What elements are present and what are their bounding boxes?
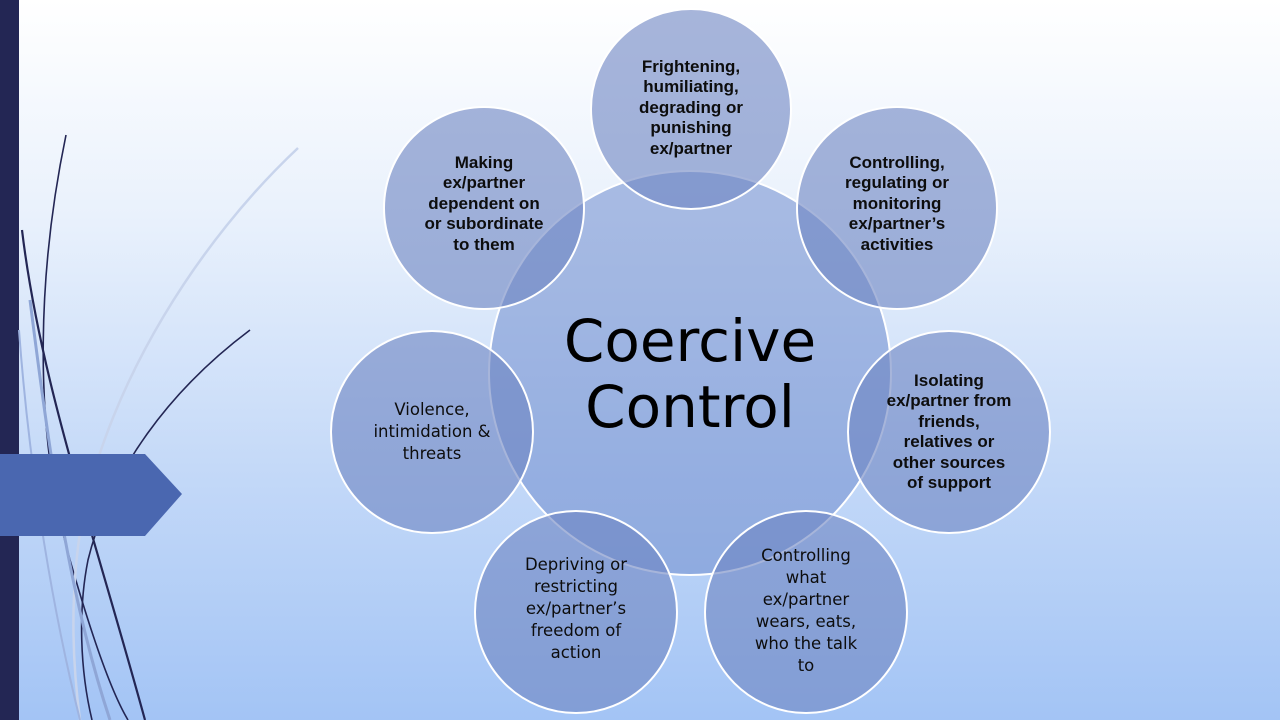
node-text-line: relatives or xyxy=(903,432,995,451)
node-text-line: ex/partner xyxy=(762,590,850,609)
node-text-line: monitoring xyxy=(852,193,942,213)
node-text-line: who the talk xyxy=(754,634,858,653)
node-frightening: Frightening, humiliating, degrading or p… xyxy=(590,8,792,210)
node-text-line: humiliating, xyxy=(643,77,739,97)
node-text-line: to them xyxy=(453,234,515,254)
node-text-line: Controlling, xyxy=(849,152,945,172)
center-title-line: Control xyxy=(585,373,795,441)
node-text-line: freedom of xyxy=(530,621,622,640)
node-text-line: ex/partner xyxy=(649,138,733,158)
node-text-line: Isolating xyxy=(914,370,984,390)
node-text-line: what xyxy=(785,568,827,587)
node-text-line: restricting xyxy=(533,577,619,596)
node-text-line: to xyxy=(797,656,815,675)
node-text-line: other sources xyxy=(892,452,1006,472)
node-text-line: action xyxy=(550,643,602,662)
node-text-line: Frightening, xyxy=(641,56,741,76)
node-controlling-what: Controlling what ex/partner wears, eats,… xyxy=(704,510,908,714)
arrow-tab xyxy=(0,454,182,536)
node-text-line: Depriving or xyxy=(524,555,628,574)
node-text-line: ex/partner’s xyxy=(848,214,946,234)
node-text-line: friends, xyxy=(918,411,980,431)
node-text-line: Violence, xyxy=(394,400,470,419)
node-text-line: wears, eats, xyxy=(755,612,857,631)
node-text-line: dependent on xyxy=(428,193,540,213)
node-text-line: of support xyxy=(906,473,992,492)
center-title-line: Coercive xyxy=(563,307,817,375)
node-text-line: ex/partner xyxy=(442,173,526,193)
node-text-line: ex/partner’s xyxy=(525,599,627,618)
node-text-line: activities xyxy=(860,234,934,254)
center-title: Coercive Control xyxy=(488,308,892,440)
node-text-line: degrading or xyxy=(639,97,743,117)
node-violence: Violence, intimidation & threats xyxy=(330,330,534,534)
node-text-line: Making xyxy=(454,152,514,172)
left-accent-bar xyxy=(0,0,19,720)
node-text-line: threats xyxy=(402,444,462,463)
node-text-line: Controlling xyxy=(761,546,851,565)
node-text-line: regulating or xyxy=(845,173,949,193)
node-text-line: or subordinate xyxy=(424,214,544,234)
node-depriving: Depriving or restricting ex/partner’s fr… xyxy=(474,510,678,714)
node-text-line: punishing xyxy=(650,118,732,138)
node-making-dependent: Making ex/partner dependent on or subord… xyxy=(383,106,585,310)
node-text-line: intimidation & xyxy=(373,422,491,441)
node-controlling-activities: Controlling, regulating or monitoring ex… xyxy=(796,106,998,310)
node-isolating: Isolating ex/partner from friends, relat… xyxy=(847,330,1051,534)
node-text-line: ex/partner from xyxy=(886,391,1012,410)
